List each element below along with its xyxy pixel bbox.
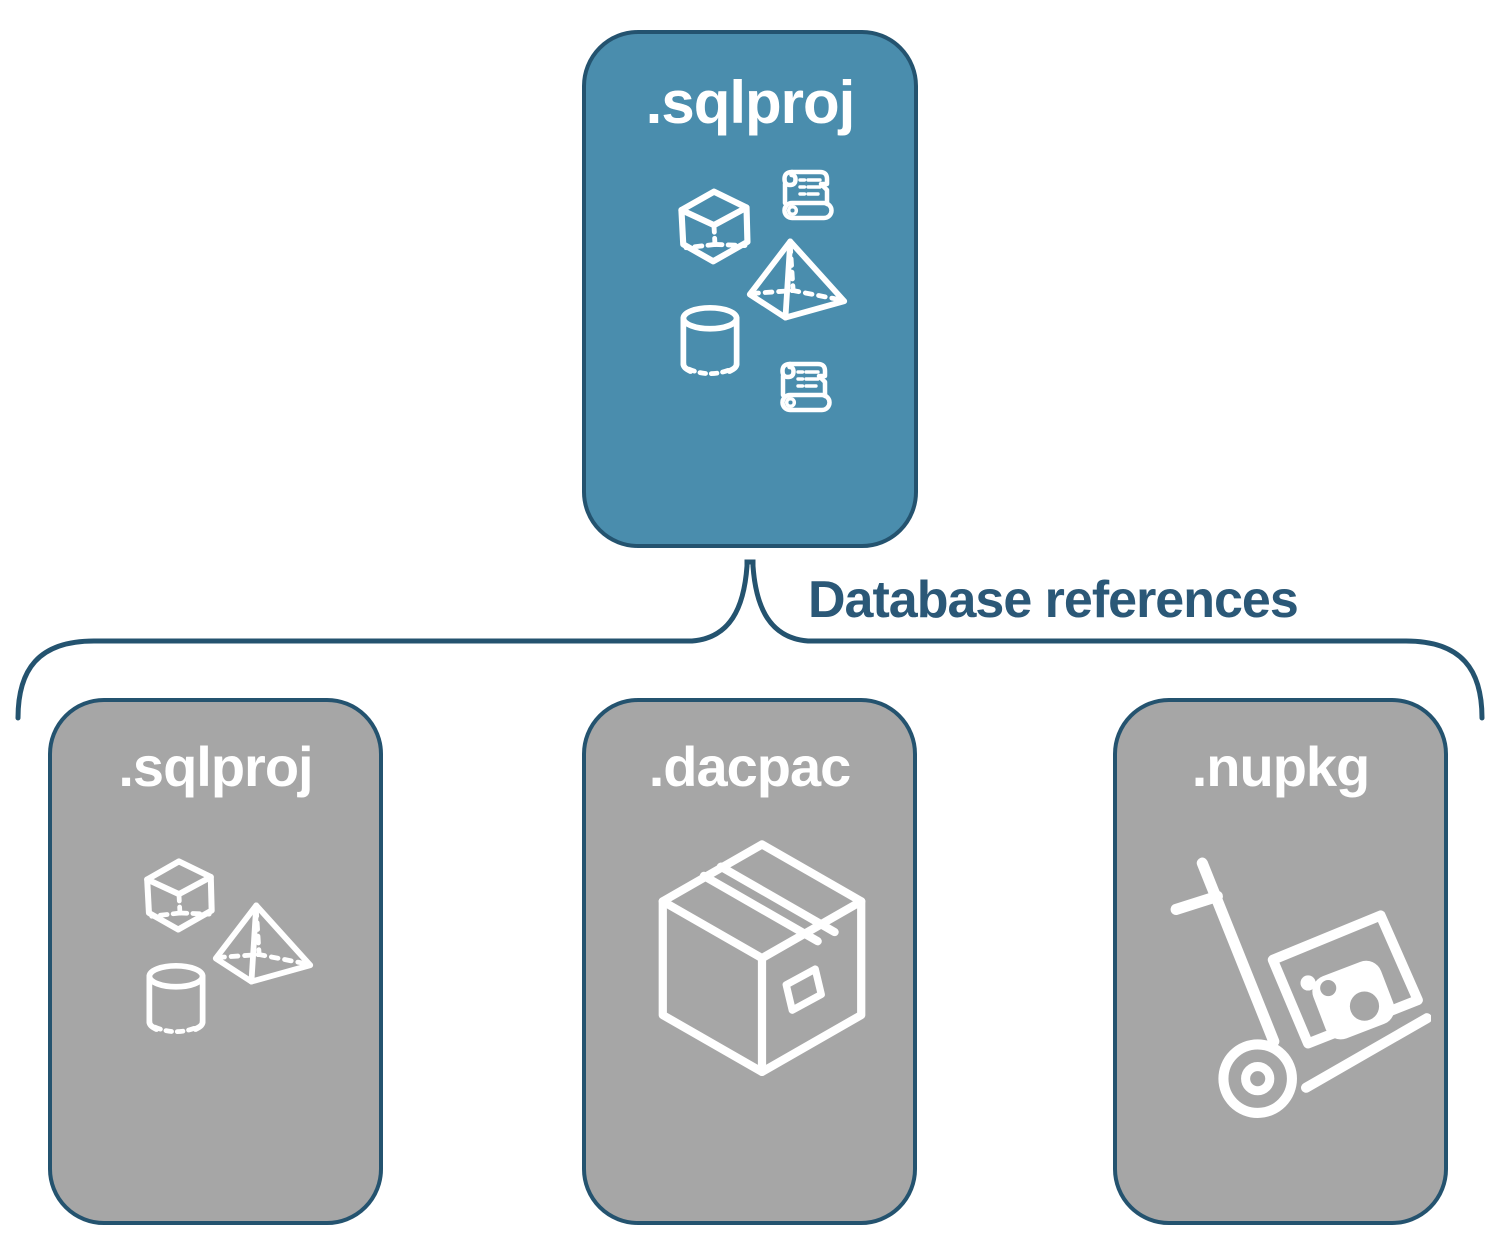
pyramid-icon <box>210 898 316 988</box>
scroll-icon <box>772 164 840 224</box>
scroll-icon <box>770 356 838 416</box>
node-source-sqlproj: .sqlproj <box>582 30 918 548</box>
node-target-sqlproj: .sqlproj <box>48 698 383 1225</box>
hand-truck-icon <box>1169 850 1431 1122</box>
cylinder-icon <box>142 962 210 1040</box>
connector-label: Database references <box>808 571 1299 629</box>
node-target-title: .dacpac <box>648 735 852 798</box>
node-target-dacpac: .dacpac <box>582 698 917 1225</box>
node-target-title: .sqlproj <box>118 735 313 798</box>
package-icon <box>641 832 883 1094</box>
pyramid-icon <box>744 234 850 324</box>
cylinder-icon <box>676 304 744 382</box>
node-source-title: .sqlproj <box>645 69 856 136</box>
node-target-nupkg: .nupkg <box>1113 698 1448 1225</box>
node-target-title: .nupkg <box>1191 735 1371 798</box>
